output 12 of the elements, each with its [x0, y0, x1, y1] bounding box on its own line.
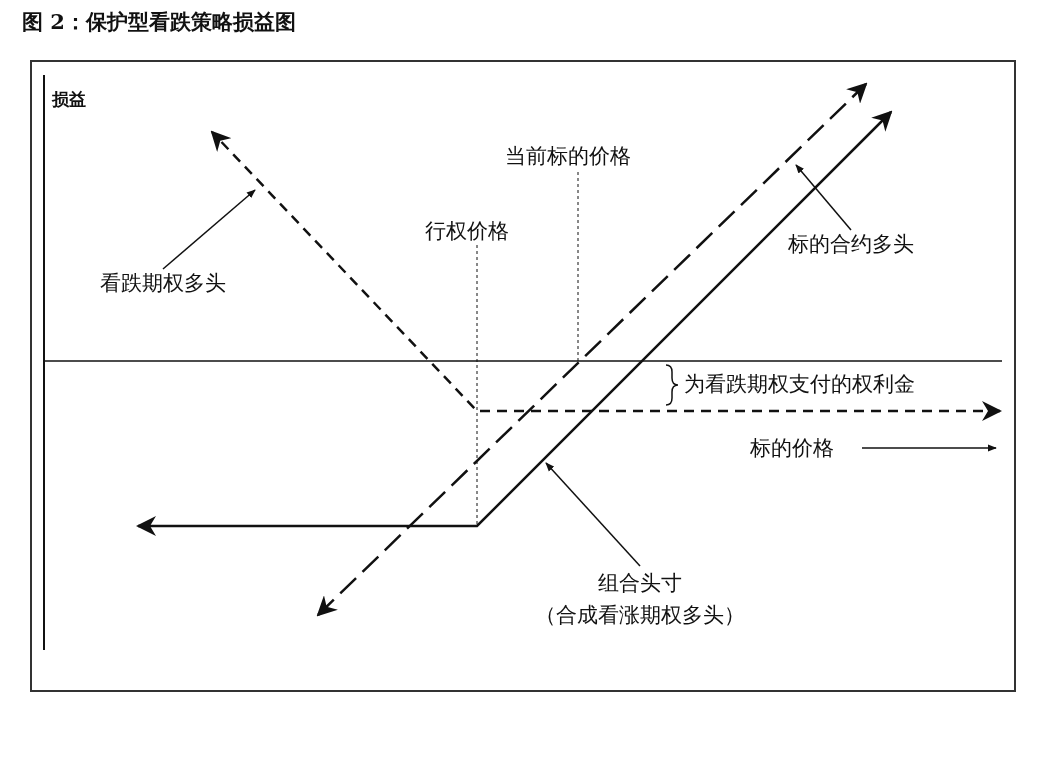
figure-title: 图 2：保护型看跌策略损益图: [22, 8, 296, 36]
axis-label: 损益: [52, 88, 86, 111]
leader-line: [795, 164, 852, 231]
reference-label: 当前标的价格: [505, 143, 631, 169]
premium-label: 为看跌期权支付的权利金: [684, 371, 915, 397]
callout-text: 看跌期权多头: [100, 270, 226, 296]
leader-line: [162, 189, 256, 270]
leader-line: [545, 462, 641, 567]
axis-label: 标的价格: [750, 435, 834, 461]
callout-text: 标的合约多头: [788, 231, 914, 257]
reference-label: 行权价格: [425, 218, 509, 244]
callout-text: 组合头寸（合成看涨期权多头）: [520, 567, 760, 631]
